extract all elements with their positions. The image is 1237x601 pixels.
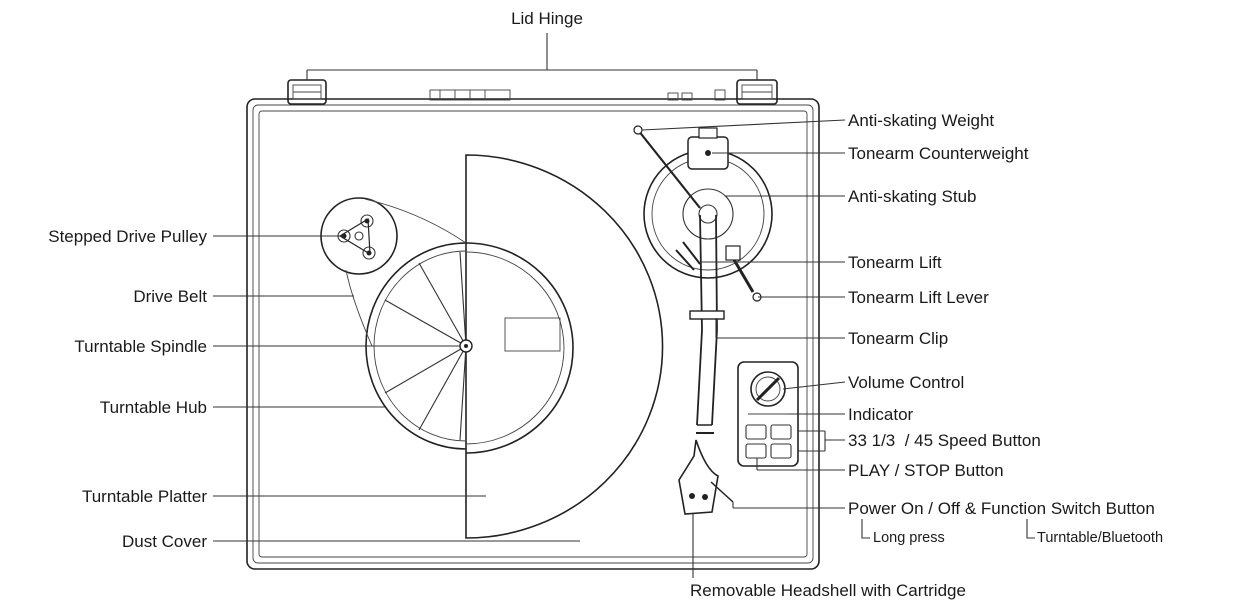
drive-belt-label: Drive Belt bbox=[133, 287, 207, 306]
long-press-label: Long press bbox=[873, 530, 945, 546]
tonearm-lift-lever-label: Tonearm Lift Lever bbox=[848, 288, 989, 307]
lid-hinge-left bbox=[287, 79, 327, 105]
lid-hinge-label: Lid Hinge bbox=[511, 9, 583, 28]
tonearm-icon bbox=[633, 125, 773, 515]
dust-cover-shape bbox=[465, 154, 664, 539]
turntable-spindle-label: Turntable Spindle bbox=[74, 337, 207, 356]
tonearm-lift-label: Tonearm Lift bbox=[848, 253, 942, 272]
play-stop-button-label: PLAY / STOP Button bbox=[848, 461, 1004, 480]
dust-cover-label: Dust Cover bbox=[122, 532, 207, 551]
volume-control-label: Volume Control bbox=[848, 373, 964, 392]
drive-belt-shape bbox=[345, 198, 467, 347]
leader-lines bbox=[213, 33, 1035, 578]
indicator-label: Indicator bbox=[848, 405, 914, 424]
turntable-platter-label: Turntable Platter bbox=[82, 487, 207, 506]
turntable-bluetooth-label: Turntable/Bluetooth bbox=[1037, 530, 1163, 546]
power-button-label: Power On / Off & Function Switch Button bbox=[848, 499, 1155, 518]
turntable-platter-shape bbox=[465, 242, 574, 454]
anti-skating-weight-label: Anti-skating Weight bbox=[848, 111, 994, 130]
turntable-body bbox=[246, 89, 820, 570]
turntable-hub-label: Turntable Hub bbox=[100, 398, 207, 417]
tonearm-counterweight-label: Tonearm Counterweight bbox=[848, 144, 1029, 163]
stepped-drive-pulley-label: Stepped Drive Pulley bbox=[48, 227, 207, 246]
headshell-label: Removable Headshell with Cartridge bbox=[690, 581, 966, 600]
lid-hinge-right bbox=[736, 79, 778, 105]
tonearm-clip-label: Tonearm Clip bbox=[848, 329, 948, 348]
speed-button-label: 33 1/3 / 45 Speed Button bbox=[848, 431, 1041, 450]
labels: Lid Hinge Stepped Drive Pulley Drive Bel… bbox=[48, 9, 1163, 600]
anti-skating-stub-label: Anti-skating Stub bbox=[848, 187, 977, 206]
